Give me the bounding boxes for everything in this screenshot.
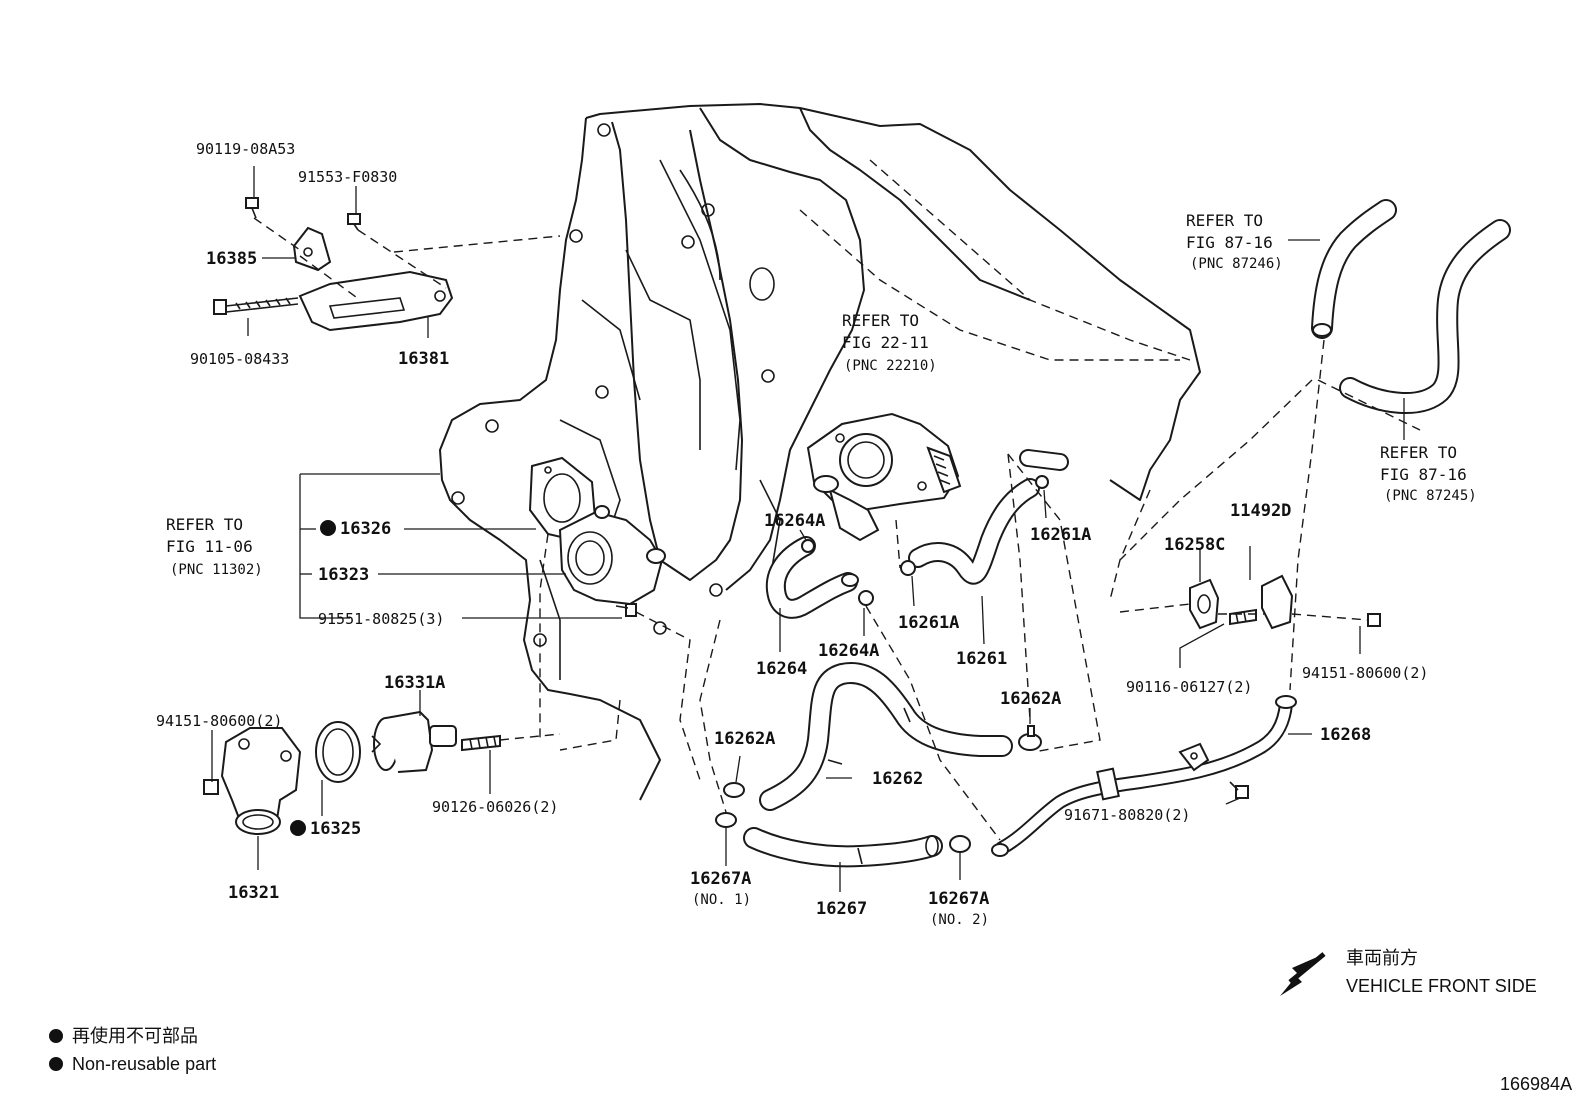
label-16325: 16325 [310,819,361,839]
non-reusable-marker-16326 [320,520,336,536]
label-16267A-no2: 16267A [928,889,989,909]
clamp-16262A-left [723,782,745,798]
clamp-16261A-mid [900,560,916,576]
clamp-16264A-top [801,539,815,553]
legend: 再使用不可部品 Non-reusable part [49,1026,216,1074]
bolt-90119 [245,197,259,219]
bolt-90105 [213,297,299,315]
ref-fig-11-06-line3: (PNC 11302) [170,562,263,578]
ref-fig-22-11-line1: REFER TO [842,311,919,330]
ref-fig-87-16-top-line3: (PNC 87246) [1190,256,1283,272]
label-16261A-mid: 16261A [898,613,959,633]
label-16323: 16323 [318,565,369,585]
label-16267: 16267 [816,899,867,919]
ref-fig-87-16-right-line2: FIG 87-16 [1380,465,1467,484]
label-90119-08A53: 90119-08A53 [196,140,295,158]
bolt-90116 [1229,608,1257,626]
label-16326: 16326 [340,519,391,539]
label-16262A-right: 16262A [1000,689,1061,709]
assembly-lines [253,217,1421,841]
bracket-16381 [298,270,454,332]
ref-fig-87-16-right-line1: REFER TO [1380,443,1457,462]
ref-fig-22-11-line2: FIG 22-11 [842,333,929,352]
bracket-16385 [292,226,332,272]
legend-text-jp: 再使用不可部品 [72,1026,198,1046]
ref-fig-11-06-line2: FIG 11-06 [166,537,253,556]
ref-fig-87-16-top-line2: FIG 87-16 [1186,233,1273,252]
label-91551-80825: 91551-80825(3) [318,610,444,628]
label-16261: 16261 [956,649,1007,669]
ref-fig-22-11-line3: (PNC 22210) [844,358,937,374]
hose-16267 [743,827,943,868]
hose-16262 [759,662,1013,811]
label-16264A-bottom: 16264A [818,641,879,661]
part-labels: 90119-08A53 91553-F0830 16385 90105-0843… [156,140,1477,928]
thermostat-16331A [371,710,457,773]
clamp-16261A-right [1035,475,1049,489]
water-outlet-16321 [220,727,302,835]
water-inlet-16323 [558,505,666,606]
label-16267A-no1-sub: (NO. 1) [692,892,751,908]
hose-16261 [908,449,1069,585]
throttle-body [806,412,962,542]
gasket-16325 [315,721,361,783]
label-16262A-left: 16262A [714,729,775,749]
label-16381: 16381 [398,349,449,369]
non-reusable-marker-16325 [290,820,306,836]
clamp-16267A-no2 [949,835,971,853]
legend-bullet-icon-en [49,1057,63,1071]
engine-timing-cover [393,103,1201,801]
gasket-16258C [1189,578,1220,630]
label-16385: 16385 [206,249,257,269]
label-16264: 16264 [756,659,807,679]
label-94151-80600-right: 94151-80600(2) [1302,664,1428,682]
legend-bullet-icon-jp [49,1029,63,1043]
direction-label-jp: 車両前方 [1346,948,1418,968]
label-90126-06026: 90126-06026(2) [432,798,558,816]
direction-label-en: VEHICLE FRONT SIDE [1346,976,1537,996]
water-pipe-16268 [991,695,1297,857]
label-16267A-no1: 16267A [690,869,751,889]
label-11492D: 11492D [1230,501,1291,521]
vehicle-front-direction: 車両前方 VEHICLE FRONT SIDE [1280,948,1537,996]
label-90105-08433: 90105-08433 [190,350,289,368]
leader-lines [211,166,1405,892]
stud-90126 [461,734,501,752]
bolt-91671 [1229,781,1249,799]
ref-fig-87-16-right-line3: (PNC 87245) [1384,488,1477,504]
illustration-id: 166984A [1500,1074,1572,1094]
label-91671-80820: 91671-80820(2) [1064,806,1190,824]
bolt-91553 [347,213,361,231]
ref-fig-11-06-line1: REFER TO [166,515,243,534]
bolt-91551 [615,603,637,617]
clamp-16267A-no1 [715,812,737,828]
label-16268: 16268 [1320,725,1371,745]
heater-hose-87245 [1339,219,1511,414]
label-91553-F0830: 91553-F0830 [298,168,397,186]
label-16261A-right: 16261A [1030,525,1091,545]
label-16267A-no2-sub: (NO. 2) [930,912,989,928]
label-16264A-top: 16264A [764,511,825,531]
label-16262: 16262 [872,769,923,789]
ref-fig-87-16-top-line1: REFER TO [1186,211,1263,230]
label-16321: 16321 [228,883,279,903]
clamp-16262A-right [1018,725,1042,751]
nut-94151-left [203,779,219,795]
label-16331A: 16331A [384,673,445,693]
clamp-16264A-bottom [858,590,874,606]
heater-hose-87246 [1311,199,1397,339]
direction-arrow-icon [1280,954,1324,996]
label-90116-06127: 90116-06127(2) [1126,678,1252,696]
label-94151-80600-left: 94151-80600(2) [156,712,282,730]
nut-94151-right [1367,613,1381,627]
legend-text-en: Non-reusable part [72,1054,216,1074]
plate-11492D [1261,574,1294,630]
label-16258C: 16258C [1164,535,1225,555]
hose-16264 [765,536,859,619]
